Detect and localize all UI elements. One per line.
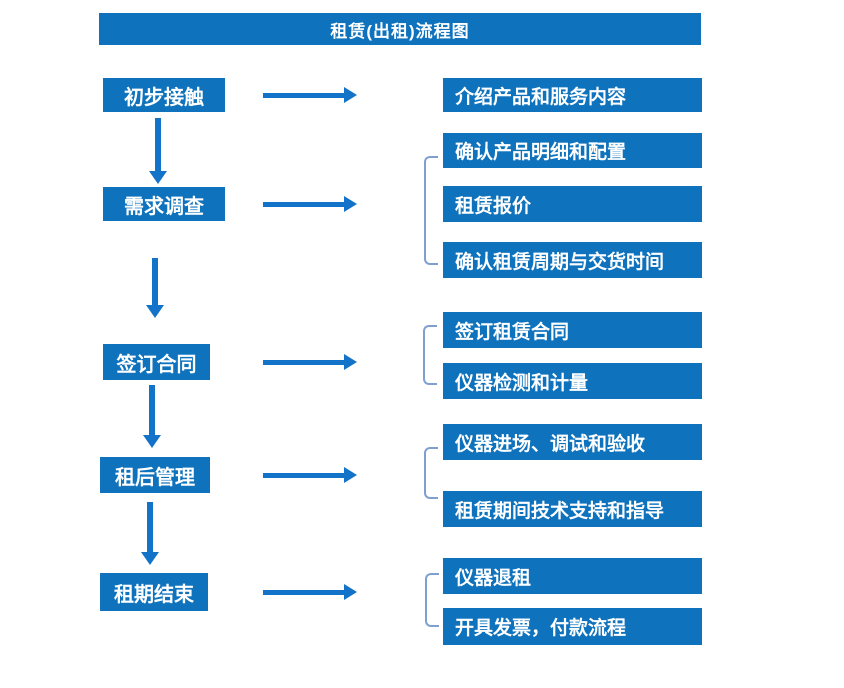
arrow-shaft [263,93,344,98]
detail-box: 介绍产品和服务内容 [443,78,702,112]
arrow-shaft [149,385,155,435]
arrow-shaft [152,258,158,305]
group-bracket [424,156,438,265]
arrow-head [344,354,357,370]
flow-arrow-down-icon [143,385,161,448]
group-bracket [425,573,439,627]
detail-box: 确认产品明细和配置 [443,133,702,168]
arrow-head [146,305,164,318]
flow-arrow-right-icon [263,467,357,483]
flow-arrow-down-icon [141,502,159,565]
arrow-shaft [147,502,153,552]
arrow-head [149,171,167,184]
detail-box: 确认租赁周期与交货时间 [443,242,702,278]
arrow-head [344,196,357,212]
flow-arrow-right-icon [263,196,357,212]
arrow-head [344,87,357,103]
group-bracket [424,447,438,499]
detail-box: 签订租赁合同 [443,312,702,348]
detail-box: 开具发票，付款流程 [443,608,702,645]
detail-box: 仪器退租 [443,558,702,594]
detail-box: 仪器检测和计量 [443,363,702,399]
detail-box: 租赁报价 [443,186,702,222]
detail-box: 租赁期间技术支持和指导 [443,491,702,527]
step-box-sign-contract: 签订合同 [103,344,210,380]
step-box-post-rental-management: 租后管理 [100,457,210,493]
arrow-shaft [263,590,344,595]
step-box-initial-contact: 初步接触 [103,78,225,112]
arrow-head [141,552,159,565]
flow-arrow-right-icon [263,87,357,103]
step-box-demand-survey: 需求调查 [103,187,225,221]
flow-arrow-down-icon [149,118,167,184]
arrow-head [344,467,357,483]
arrow-head [143,435,161,448]
flow-arrow-down-icon [146,258,164,318]
arrow-shaft [155,118,161,171]
step-box-rental-end: 租期结束 [100,573,208,611]
arrow-head [344,584,357,600]
flow-arrow-right-icon [263,584,357,600]
diagram-title: 租赁(出租)流程图 [99,13,701,45]
flow-arrow-right-icon [263,354,357,370]
group-bracket [423,325,437,385]
detail-box: 仪器进场、调试和验收 [443,424,702,460]
arrow-shaft [263,202,344,207]
arrow-shaft [263,473,344,478]
arrow-shaft [263,360,344,365]
